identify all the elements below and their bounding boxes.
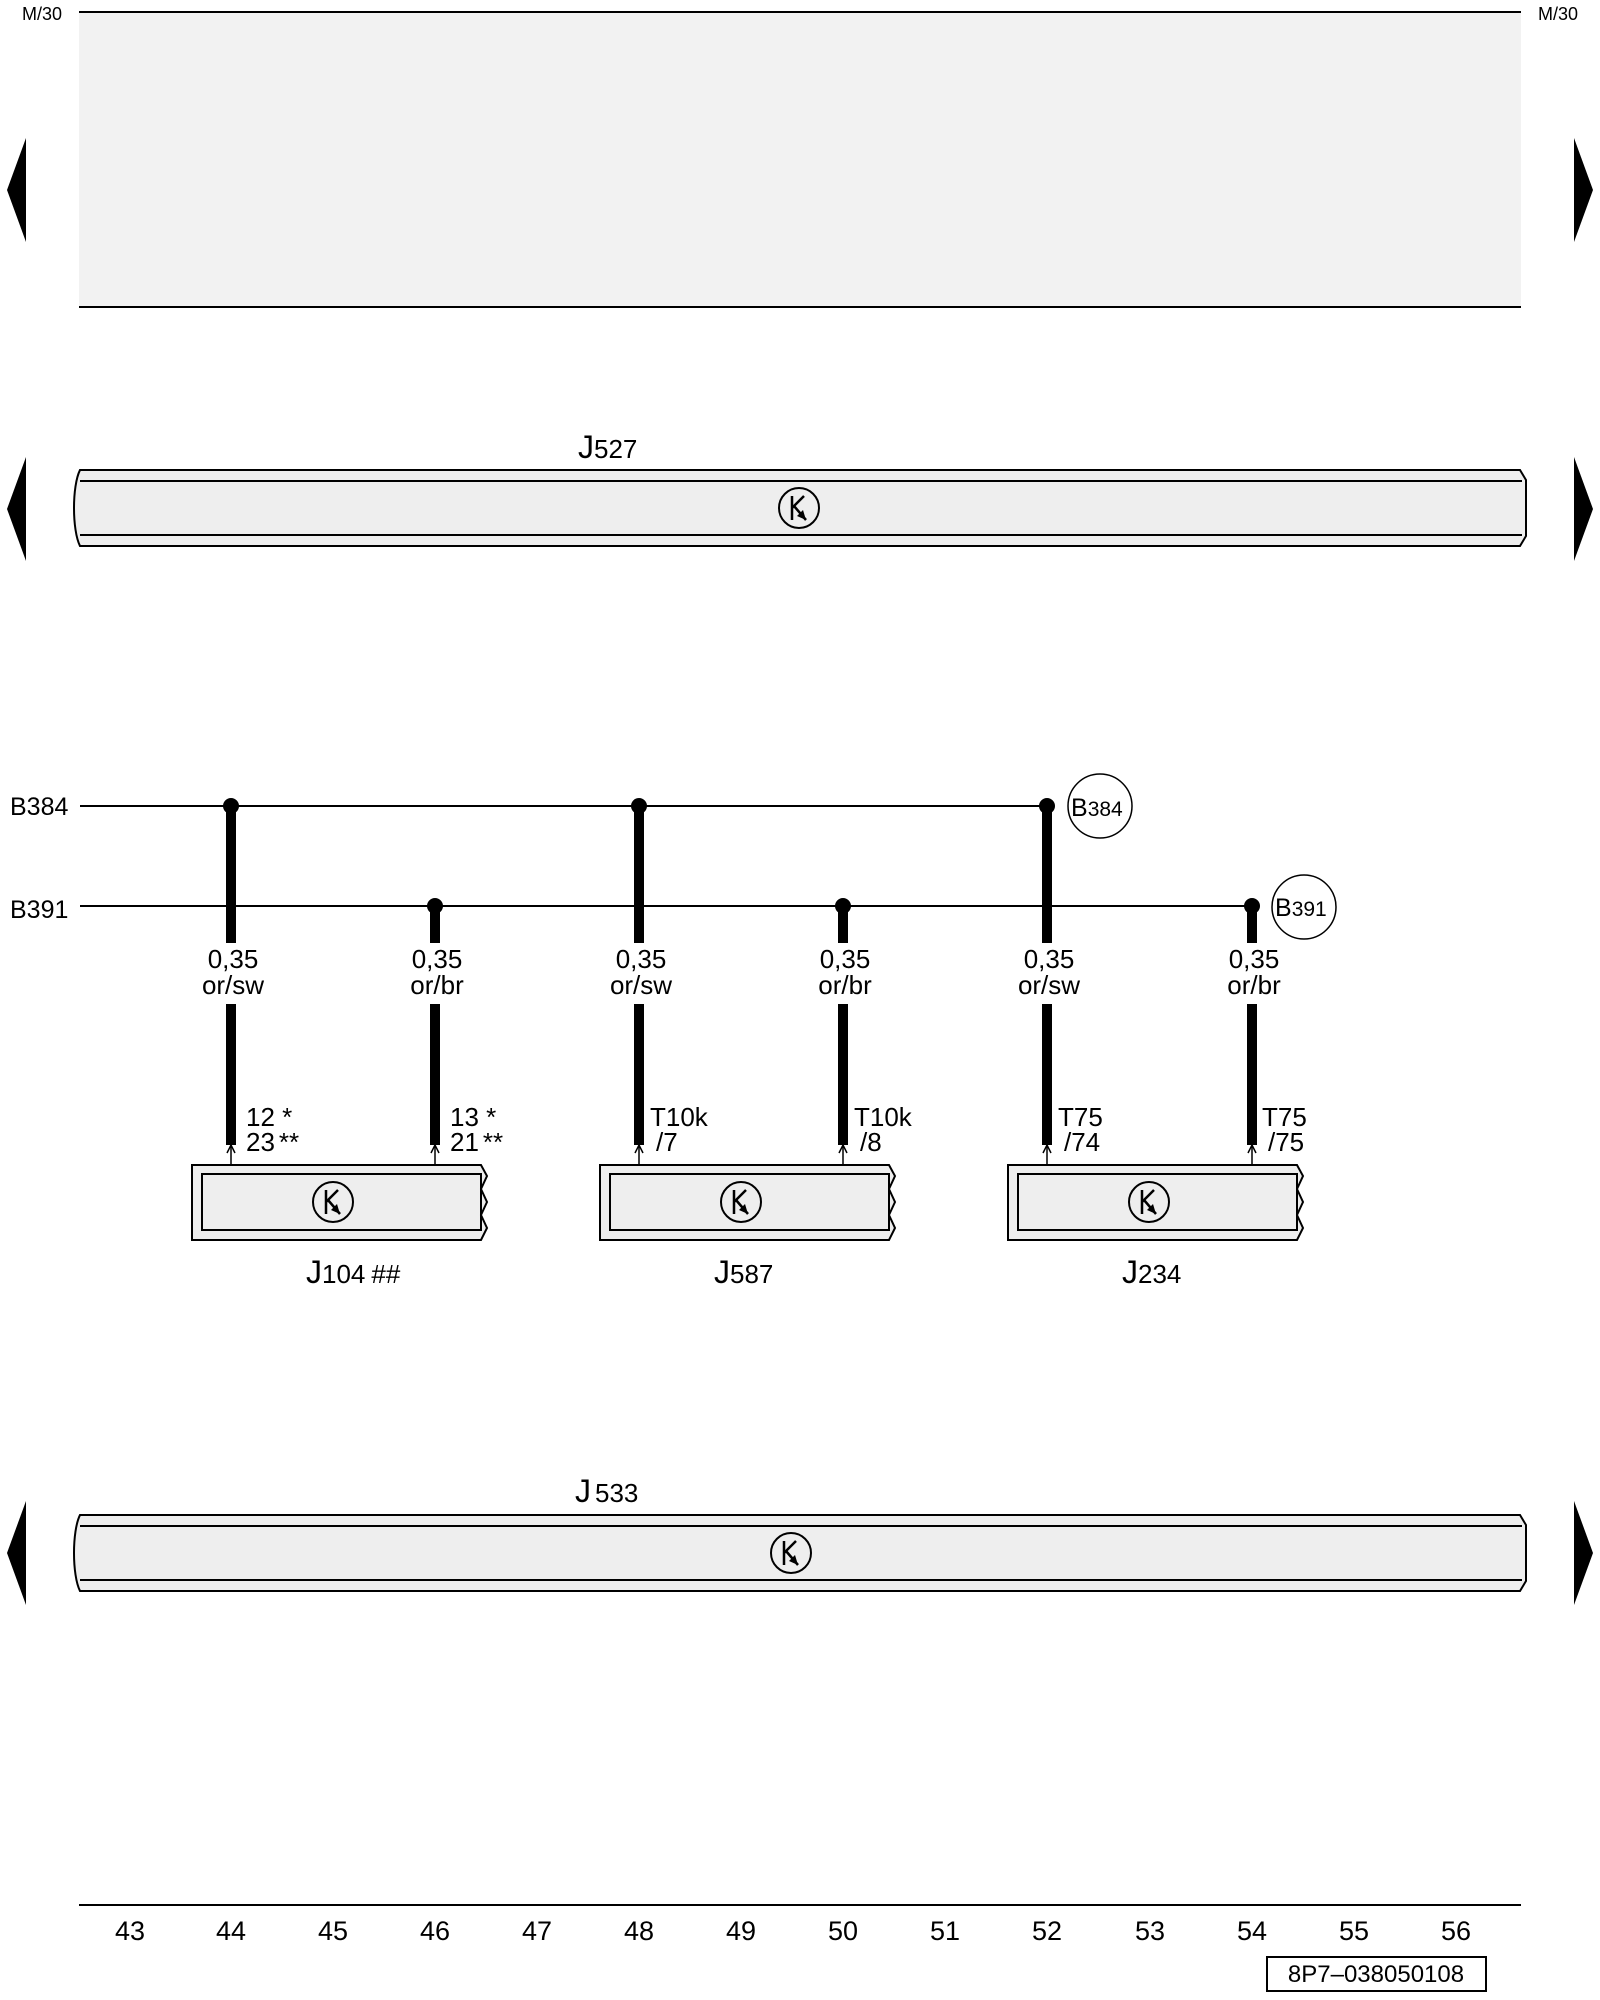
pin-number: /8 <box>860 1127 882 1157</box>
wire-2[interactable]: 0,35 or/br 13 * 21** <box>410 898 503 1168</box>
next-arrow-icon[interactable] <box>1574 1501 1593 1605</box>
column-number: 47 <box>522 1916 552 1946</box>
module-inner <box>1017 1173 1298 1231</box>
column-number: 50 <box>828 1916 858 1946</box>
column-number: 55 <box>1339 1916 1369 1946</box>
pin-arrow-icon <box>226 1143 236 1154</box>
column-number: 49 <box>726 1916 756 1946</box>
header: M/30 M/30 <box>22 4 1578 308</box>
next-arrow-icon[interactable] <box>1574 457 1593 561</box>
prev-arrow-icon[interactable] <box>7 457 26 561</box>
wire-color: or/br <box>818 970 872 1000</box>
pin-number: 21** <box>450 1127 503 1157</box>
wire-4[interactable]: 0,35 or/br T10k /8 <box>818 898 913 1168</box>
continuation-label: B384 <box>1071 794 1123 822</box>
pin-connector: T10k <box>650 1102 709 1132</box>
module-body <box>1007 1164 1305 1241</box>
module-label: J234 <box>1122 1254 1181 1290</box>
pin-number: 13 * <box>450 1102 496 1132</box>
module-inner <box>201 1173 482 1231</box>
module-j587[interactable]: J587 <box>599 1164 897 1290</box>
page-arrows[interactable] <box>7 138 1593 1605</box>
wire-size: 0,35 <box>616 944 667 974</box>
wire-size: 0,35 <box>820 944 871 974</box>
wire-color: or/br <box>1227 970 1281 1000</box>
bus-module-j527[interactable]: J527 <box>73 429 1527 547</box>
module-inner <box>609 1173 890 1231</box>
pin-number: /74 <box>1064 1127 1100 1157</box>
page-ref-left: M/30 <box>22 4 62 24</box>
module-label: J104## <box>306 1254 401 1290</box>
next-arrow-icon[interactable] <box>1574 138 1593 242</box>
module-body <box>191 1164 489 1241</box>
column-number: 51 <box>930 1916 960 1946</box>
drawing-number: 8P7–038050108 <box>1288 1961 1464 1988</box>
pin-connector: T75 <box>1262 1102 1307 1132</box>
wire-size: 0,35 <box>1229 944 1280 974</box>
drawing-number-frame <box>1266 1956 1487 1992</box>
pin-number: 12 * <box>246 1102 292 1132</box>
pin-number: 23** <box>246 1127 299 1157</box>
prev-arrow-icon[interactable] <box>7 1501 26 1605</box>
continuation-area <box>79 12 1521 307</box>
module-label: J527 <box>578 429 637 465</box>
continuation-marker <box>1067 773 1133 839</box>
module-label: J587 <box>714 1254 773 1290</box>
continuation-marker <box>1271 874 1337 940</box>
bus-line-label: B384 <box>10 793 68 821</box>
pin-arrow-icon <box>634 1143 644 1154</box>
module-j104[interactable]: J104## <box>191 1164 489 1290</box>
pin-number: /7 <box>656 1127 678 1157</box>
bus-line-label: B391 <box>10 896 68 924</box>
wire-size: 0,35 <box>1024 944 1075 974</box>
wire-6[interactable]: 0,35 or/br T75 /75 <box>1227 898 1307 1168</box>
wire-color: or/br <box>410 970 464 1000</box>
pin-number: /75 <box>1268 1127 1304 1157</box>
drawing-number-box: 8P7–038050108 <box>1266 1956 1487 1992</box>
wire-1[interactable]: 0,35 or/sw 12 * 23** <box>202 798 299 1168</box>
wire-color: or/sw <box>610 970 672 1000</box>
page-ref-right: M/30 <box>1538 4 1578 24</box>
pin-connector: T75 <box>1058 1102 1103 1132</box>
column-number: 56 <box>1441 1916 1471 1946</box>
wire-3[interactable]: 0,35 or/sw T10k /7 <box>610 798 709 1168</box>
control-unit-icon <box>1128 1181 1170 1223</box>
column-number: 48 <box>624 1916 654 1946</box>
column-number: 43 <box>115 1916 145 1946</box>
column-number: 54 <box>1237 1916 1267 1946</box>
bus-line-b391: B391 B391 <box>10 874 1337 940</box>
column-number: 46 <box>420 1916 450 1946</box>
bus-line-b384: B384 B384 <box>10 773 1133 839</box>
pin-connector: T10k <box>854 1102 913 1132</box>
column-number: 53 <box>1135 1916 1165 1946</box>
wire-size: 0,35 <box>208 944 259 974</box>
control-unit-icon <box>778 487 820 529</box>
column-number: 45 <box>318 1916 348 1946</box>
wire-color: or/sw <box>202 970 264 1000</box>
module-j234[interactable]: J234 <box>1007 1164 1305 1290</box>
pin-arrow-icon <box>1247 1143 1257 1154</box>
pin-arrow-icon <box>838 1143 848 1154</box>
continuation-label: B391 <box>1275 894 1327 922</box>
wire-color: or/sw <box>1018 970 1080 1000</box>
module-body <box>599 1164 897 1241</box>
column-number: 52 <box>1032 1916 1062 1946</box>
wire-5[interactable]: 0,35 or/sw T75 /74 <box>1018 798 1103 1168</box>
pin-arrow-icon <box>430 1143 440 1154</box>
pin-arrow-icon <box>1042 1143 1052 1154</box>
prev-arrow-icon[interactable] <box>7 138 26 242</box>
column-number: 44 <box>216 1916 246 1946</box>
bus-module-body <box>73 469 1527 547</box>
control-unit-icon <box>770 1532 812 1574</box>
column-ruler: 43 44 45 46 47 48 49 50 51 52 53 54 55 5… <box>79 1904 1521 1946</box>
wire-size: 0,35 <box>412 944 463 974</box>
control-unit-icon <box>720 1181 762 1223</box>
bus-module-body <box>73 1514 1527 1592</box>
control-unit-icon <box>312 1181 354 1223</box>
